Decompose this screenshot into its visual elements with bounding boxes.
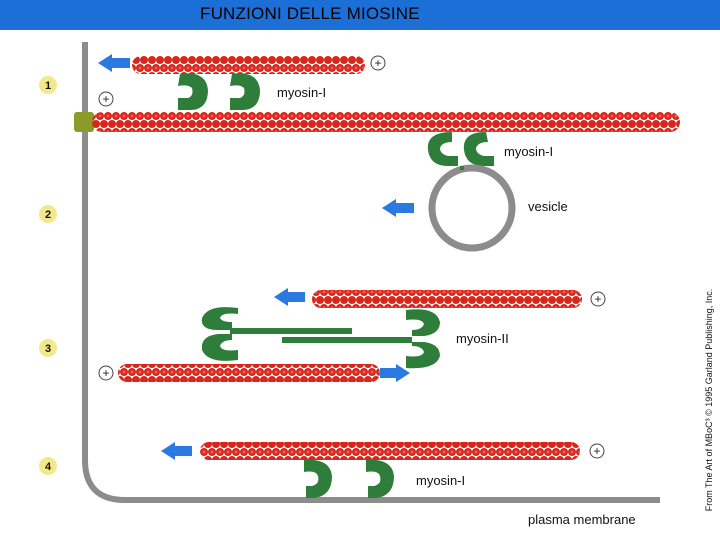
svg-text:+: + <box>102 92 109 106</box>
myosin-i-label: myosin-I <box>416 473 465 488</box>
myosin-i-head <box>463 132 494 166</box>
myosin-i-head <box>230 73 260 110</box>
myosin-ii-tail <box>282 337 412 343</box>
panel-number-badge <box>39 457 57 475</box>
plus-end-icon: + <box>98 91 114 107</box>
title-bar: FUNZIONI DELLE MIOSINE <box>0 0 720 30</box>
myosin-i-head <box>304 459 332 498</box>
direction-arrow-icon <box>161 442 192 460</box>
direction-arrow-icon <box>274 288 305 306</box>
page-title: FUNZIONI DELLE MIOSINE <box>200 4 420 23</box>
panel-number: 4 <box>45 461 52 473</box>
panel-2: 2 vesicle <box>39 164 568 252</box>
plasma-membrane-label: plasma membrane <box>528 512 636 527</box>
myosin-functions-figure: 1 + + myosin-I myosin-I 2 vesicle 3 <box>0 30 700 540</box>
actin-filament <box>92 112 680 132</box>
panel-number-badge <box>39 205 57 223</box>
plus-end-icon: + <box>589 443 605 459</box>
myosin-i-label: myosin-I <box>504 144 553 159</box>
actin-filament <box>200 442 580 460</box>
myosin-ii-label: myosin-II <box>456 331 509 346</box>
myosin-ii-head <box>406 309 440 369</box>
actin-filament <box>132 56 365 74</box>
panel-number: 1 <box>45 80 51 92</box>
plus-end-icon: + <box>590 291 606 307</box>
panel-number-badge <box>39 339 57 357</box>
actin-filament <box>312 290 582 308</box>
vesicle <box>428 164 516 252</box>
panel-number-badge <box>39 76 57 94</box>
panel-number: 2 <box>45 209 51 221</box>
panel-4: 4 + myosin-I <box>39 442 605 498</box>
panel-3: 3 + + myosin-II <box>39 288 606 382</box>
svg-text:+: + <box>594 292 601 306</box>
svg-text:+: + <box>102 366 109 380</box>
svg-text:+: + <box>374 56 381 70</box>
diagram-canvas: 1 + + myosin-I myosin-I 2 vesicle 3 <box>39 42 680 527</box>
plus-end-icon: + <box>98 365 114 381</box>
myosin-ii-tail <box>232 328 352 334</box>
plasma-membrane <box>82 42 660 503</box>
direction-arrow-icon <box>380 364 410 382</box>
svg-text:+: + <box>593 444 600 458</box>
panel-number: 3 <box>45 343 51 355</box>
direction-arrow-icon <box>98 54 130 72</box>
myosin-i-head <box>178 73 208 110</box>
plus-end-icon: + <box>370 55 386 71</box>
membrane-anchor <box>74 112 94 132</box>
direction-arrow-icon <box>382 199 414 217</box>
vesicle-label: vesicle <box>528 199 568 214</box>
myosin-ii-head <box>201 307 238 361</box>
myosin-i-head <box>427 132 458 166</box>
myosin-i-label: myosin-I <box>277 85 326 100</box>
copyright-credit: From The Art of MBoC³ © 1995 Garland Pub… <box>704 288 714 512</box>
credit-strip <box>700 30 720 540</box>
actin-filament <box>118 364 380 382</box>
panel-1: 1 + + myosin-I myosin-I <box>39 54 680 166</box>
myosin-i-head <box>366 459 394 498</box>
